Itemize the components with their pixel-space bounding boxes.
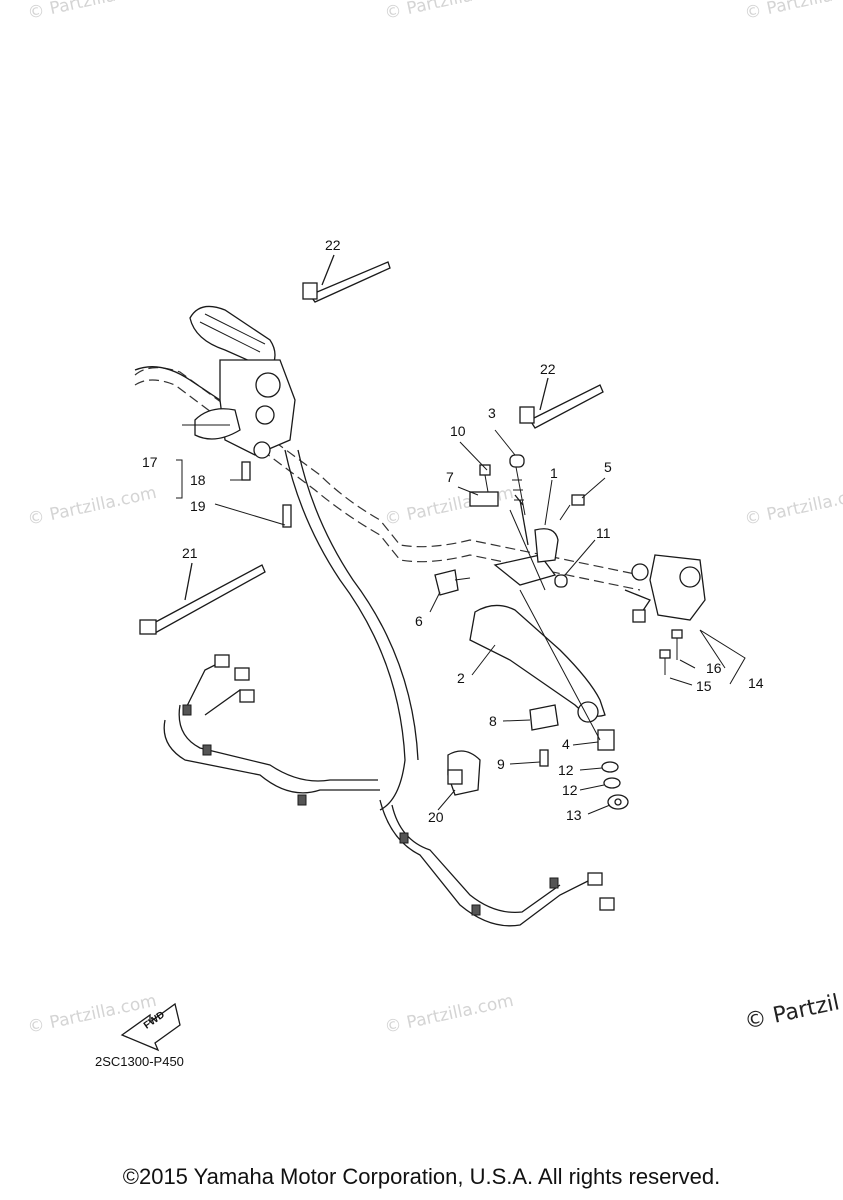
- handlebar-outline: [134, 367, 641, 576]
- callout-6: 6: [415, 613, 423, 629]
- cable-tie-21: [139, 562, 266, 635]
- right-harness: [379, 799, 591, 927]
- callout-20: 20: [428, 809, 444, 825]
- clutch-lever-assembly: [434, 454, 629, 810]
- callout-8: 8: [489, 713, 497, 729]
- bolt-18: [241, 461, 251, 481]
- callout-12-b: 12: [562, 782, 578, 798]
- cable-tie-22-top: [302, 254, 391, 303]
- callout-3: 3: [488, 405, 496, 421]
- left-cable: [284, 449, 406, 811]
- callout-10: 10: [450, 423, 466, 439]
- callout-2: 2: [457, 670, 465, 686]
- callout-9: 9: [497, 756, 505, 772]
- callout-12-a: 12: [558, 762, 574, 778]
- callout-18: 18: [190, 472, 206, 488]
- left-harness: [163, 719, 380, 794]
- callout-16: 16: [706, 660, 722, 676]
- callout-7: 7: [446, 469, 454, 485]
- diagram-code: 2SC1300-P450: [95, 1054, 184, 1069]
- handlebar-outline-lower: [134, 379, 641, 591]
- callout-21: 21: [182, 545, 198, 561]
- callout-14: 14: [748, 675, 764, 691]
- left-grip-assembly: [134, 305, 296, 459]
- callout-15: 15: [696, 678, 712, 694]
- callout-11: 11: [596, 525, 611, 541]
- callout-1: 1: [550, 465, 558, 481]
- bolt-19: [282, 504, 292, 528]
- callout-17: 17: [142, 454, 158, 470]
- callout-19: 19: [190, 498, 206, 514]
- right-handlebar-switch: [624, 554, 706, 675]
- callout-22-right: 22: [540, 361, 556, 377]
- callout-4: 4: [562, 736, 570, 752]
- copyright-notice: ©2015 Yamaha Motor Corporation, U.S.A. A…: [122, 1164, 721, 1189]
- fwd-arrow-icon: [120, 1002, 181, 1052]
- callout-22-top: 22: [325, 237, 341, 253]
- callout-13: 13: [566, 807, 582, 823]
- callout-5: 5: [604, 459, 612, 475]
- cable-tie-22-right: [519, 377, 604, 429]
- clamp-20: [447, 750, 481, 796]
